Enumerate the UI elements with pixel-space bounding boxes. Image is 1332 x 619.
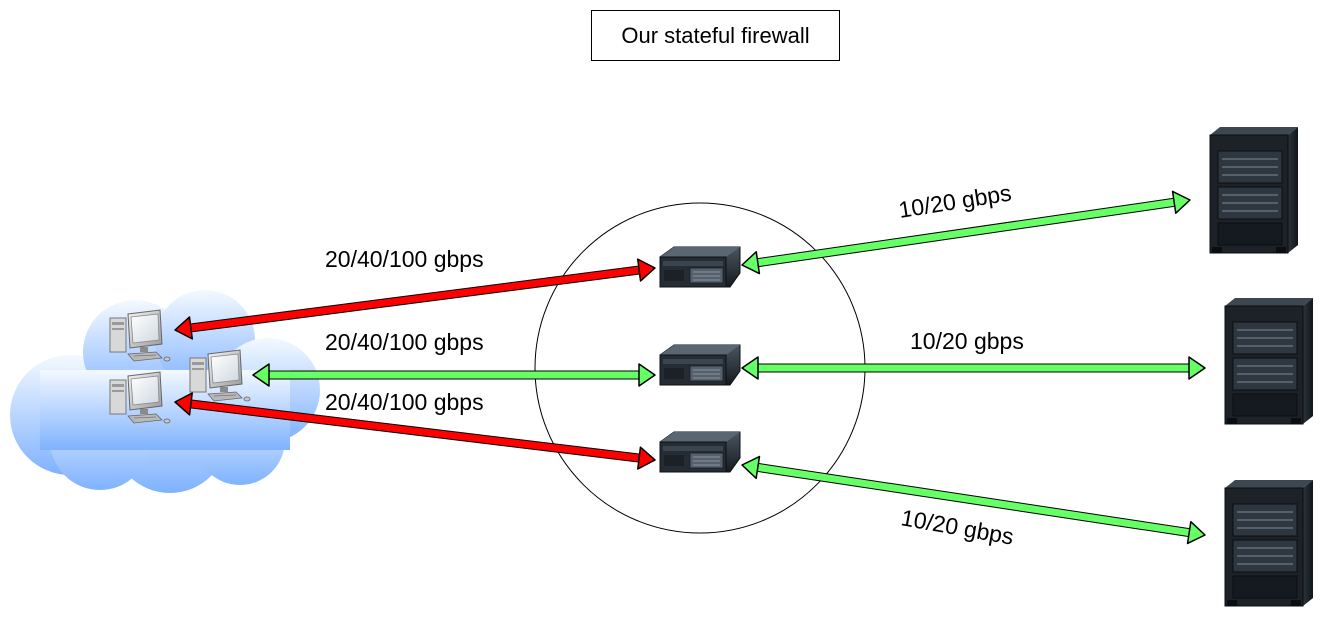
link-label-client-1: 20/40/100 gbps	[325, 246, 484, 272]
link-arrow-client-3[interactable]	[174, 392, 656, 470]
diagram-title: Our stateful firewall	[591, 10, 840, 61]
server-rack-icon[interactable]	[1209, 126, 1299, 254]
link-arrow-server-1[interactable]	[741, 190, 1191, 275]
link-label-server-3: 10/20 gbps	[899, 504, 1016, 549]
firewall-unit-icon[interactable]	[659, 431, 741, 473]
link-arrow-client-1[interactable]	[174, 258, 656, 340]
link-label-client-2: 20/40/100 gbps	[325, 329, 484, 355]
firewall-unit-icon[interactable]	[659, 344, 741, 386]
link-arrow-server-2[interactable]	[741, 356, 1206, 380]
server-rack-icon[interactable]	[1224, 297, 1314, 425]
link-arrow-server-3[interactable]	[741, 455, 1206, 545]
link-label-client-3: 20/40/100 gbps	[325, 389, 484, 415]
firewall-unit-icon[interactable]	[659, 246, 741, 288]
link-arrow-client-2[interactable]	[252, 363, 656, 387]
link-label-server-1: 10/20 gbps	[897, 179, 1013, 222]
link-label-server-2: 10/20 gbps	[910, 328, 1024, 354]
server-rack-icon[interactable]	[1224, 479, 1314, 607]
